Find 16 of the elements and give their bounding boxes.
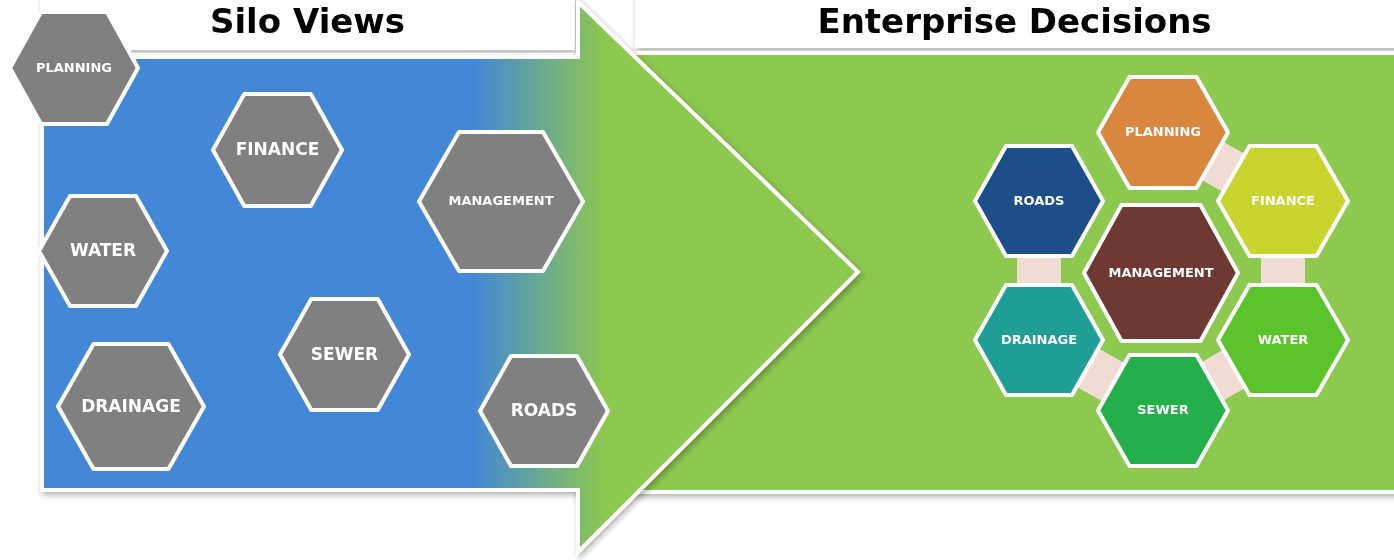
hexagon-label: SEWER	[310, 343, 379, 366]
hexagon-label: DRAINAGE	[1000, 331, 1078, 349]
hexagon-label: ROADS	[1013, 192, 1065, 210]
hexagon-label: FINANCE	[235, 139, 320, 161]
hexagon-label: PLANNING	[1125, 124, 1201, 141]
hexagon-label: MANAGEMENT	[1108, 264, 1214, 282]
hexagon-label: WATER	[69, 240, 137, 262]
hexagon-label: PLANNING	[36, 59, 112, 77]
hexagon-label: SEWER	[1137, 402, 1189, 419]
section-title: Enterprise Decisions	[816, 4, 1213, 38]
hexagon-label: FINANCE	[1251, 192, 1315, 210]
section-title: Silo Views	[208, 4, 407, 38]
hexagon-label: WATER	[1257, 331, 1309, 349]
hexagon-label: MANAGEMENT	[448, 193, 554, 210]
hexagon-label: DRAINAGE	[81, 395, 181, 418]
hexagon-label: ROADS	[510, 400, 578, 422]
